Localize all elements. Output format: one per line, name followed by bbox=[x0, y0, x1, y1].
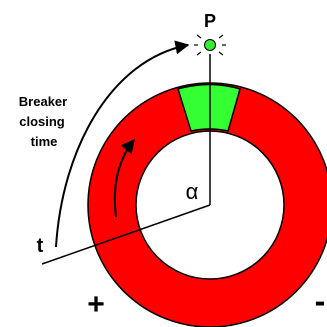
rotation-arc-arrow bbox=[113, 138, 135, 218]
label-time: time bbox=[31, 134, 58, 149]
red-ring bbox=[87, 82, 327, 327]
time-axis-line bbox=[41, 204, 211, 265]
label-angle: α bbox=[186, 179, 199, 204]
label-point: P bbox=[204, 11, 216, 31]
label-minus: - bbox=[315, 283, 326, 319]
label-breaker: Breaker bbox=[19, 94, 67, 109]
label-plus: + bbox=[87, 288, 105, 321]
label-closing: closing bbox=[19, 114, 65, 129]
lamp-icon bbox=[194, 34, 226, 56]
green-window-segment bbox=[177, 83, 241, 132]
label-time-axis: t bbox=[37, 235, 44, 257]
closing-time-arc-arrow bbox=[55, 40, 190, 248]
